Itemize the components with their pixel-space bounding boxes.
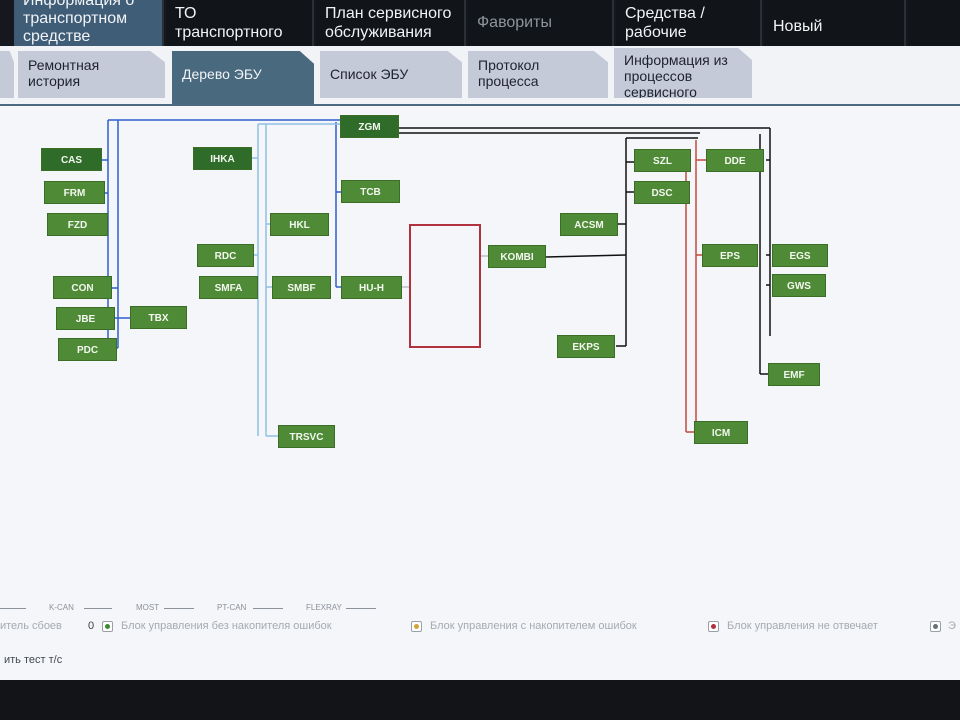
ecu-tbx[interactable]: TBX: [130, 306, 187, 329]
ecu-rdc[interactable]: RDC: [197, 244, 254, 267]
main-tab-bar: Информация о транспортном средстве ТО тр…: [0, 0, 960, 46]
ecu-hu-h[interactable]: HU-H: [341, 276, 402, 299]
ecu-tcb[interactable]: TCB: [341, 180, 400, 203]
subtab-ecu-tree[interactable]: Дерево ЭБУ: [172, 51, 314, 104]
sub-tab-bar: Ремонтная история Дерево ЭБУ Список ЭБУ …: [0, 46, 960, 104]
tab-new[interactable]: Новый: [764, 0, 906, 46]
ecu-tree-canvas: ZGM CAS FRM FZD CON JBE PDC TBX IHKA RDC…: [0, 106, 960, 680]
tab-overflow[interactable]: [908, 0, 960, 46]
error-store-count: 0: [88, 620, 95, 632]
ecu-szl[interactable]: SZL: [634, 149, 691, 172]
ecu-emf[interactable]: EMF: [768, 363, 820, 386]
error-store-label: итель сбоев: [0, 620, 62, 632]
status-legend: итель сбоев 0 Блок управления без накопи…: [0, 620, 960, 640]
ecu-acsm[interactable]: ACSM: [560, 213, 618, 236]
bus-legend-stroke-kcan: [0, 608, 26, 609]
ecu-pdc[interactable]: PDC: [58, 338, 117, 361]
sub-tab-underline: [0, 104, 960, 106]
subtab-hidden-left[interactable]: [0, 51, 14, 98]
ecu-hkl[interactable]: HKL: [270, 213, 329, 236]
ecu-dde[interactable]: DDE: [706, 149, 764, 172]
ecu-frm[interactable]: FRM: [44, 181, 105, 204]
bus-legend: K-CAN MOST PT-CAN FLEXRAY: [0, 603, 960, 617]
subtab-process-log[interactable]: Протокол процесса: [468, 51, 608, 98]
ecu-fzd[interactable]: FZD: [47, 213, 108, 236]
subtab-repair-history[interactable]: Ремонтная история: [18, 51, 165, 98]
ptcan-lines: [398, 127, 771, 375]
status-ok-icon: [102, 621, 113, 632]
tab-vehicle-maintenance[interactable]: ТО транспортного средства: [166, 0, 314, 46]
bus-legend-stroke-flexray: [253, 608, 283, 609]
ecu-ekps[interactable]: EKPS: [557, 335, 615, 358]
flexray-lines: [685, 140, 706, 433]
bus-legend-stroke-ptcan: [164, 608, 194, 609]
bus-legend-stroke-end: [346, 608, 376, 609]
bus-legend-most: MOST: [136, 603, 160, 612]
bus-legend-flexray: FLEXRAY: [306, 603, 342, 612]
status-error-icon: [708, 621, 719, 632]
subtab-ecu-list[interactable]: Список ЭБУ: [320, 51, 462, 98]
most-lines: [252, 123, 340, 437]
legend-no-error-memory: Блок управления без накопителя ошибок: [121, 620, 332, 632]
tab-favorites[interactable]: Фавориты: [468, 0, 614, 46]
bus-legend-ptcan: PT-CAN: [217, 603, 247, 612]
tab-fluids[interactable]: Средства / рабочие жидкости: [616, 0, 762, 46]
legend-with-error-memory: Блок управления с накопителем ошибок: [430, 620, 637, 632]
ecu-ihka[interactable]: IHKA: [193, 147, 252, 170]
ecu-eps[interactable]: EPS: [702, 244, 758, 267]
ecu-gws[interactable]: GWS: [772, 274, 826, 297]
ecu-icm[interactable]: ICM: [694, 421, 748, 444]
ecu-smfa[interactable]: SMFA: [199, 276, 258, 299]
screen-bezel: [0, 680, 960, 720]
tab-service-plan[interactable]: План сервисного обслуживания: [316, 0, 466, 46]
vehicle-test-button[interactable]: ить тест т/с: [4, 654, 63, 666]
status-warning-icon: [411, 621, 422, 632]
ecu-smbf[interactable]: SMBF: [272, 276, 331, 299]
legend-not-responding: Блок управления не отвечает: [727, 620, 878, 632]
tab-vehicle-info[interactable]: Информация о транспортном средстве: [14, 0, 164, 46]
subtab-service-process-info[interactable]: Информация из процессов сервисного: [614, 48, 752, 98]
gateway-placeholder-box[interactable]: [409, 224, 481, 348]
ecu-trsvc[interactable]: TRSVC: [278, 425, 335, 448]
ecu-egs[interactable]: EGS: [772, 244, 828, 267]
bus-lines: [82, 119, 771, 437]
legend-truncated: Э: [948, 620, 956, 632]
ecu-kombi[interactable]: KOMBI: [488, 245, 546, 268]
ecu-con[interactable]: CON: [53, 276, 112, 299]
ecu-jbe[interactable]: JBE: [56, 307, 115, 330]
ecu-zgm[interactable]: ZGM: [340, 115, 399, 138]
bus-legend-kcan: K-CAN: [49, 603, 74, 612]
status-other-icon: [930, 621, 941, 632]
ecu-cas[interactable]: CAS: [41, 148, 102, 171]
bus-legend-stroke-most: [84, 608, 112, 609]
ptcan-line: [545, 254, 627, 258]
ecu-dsc[interactable]: DSC: [634, 181, 690, 204]
